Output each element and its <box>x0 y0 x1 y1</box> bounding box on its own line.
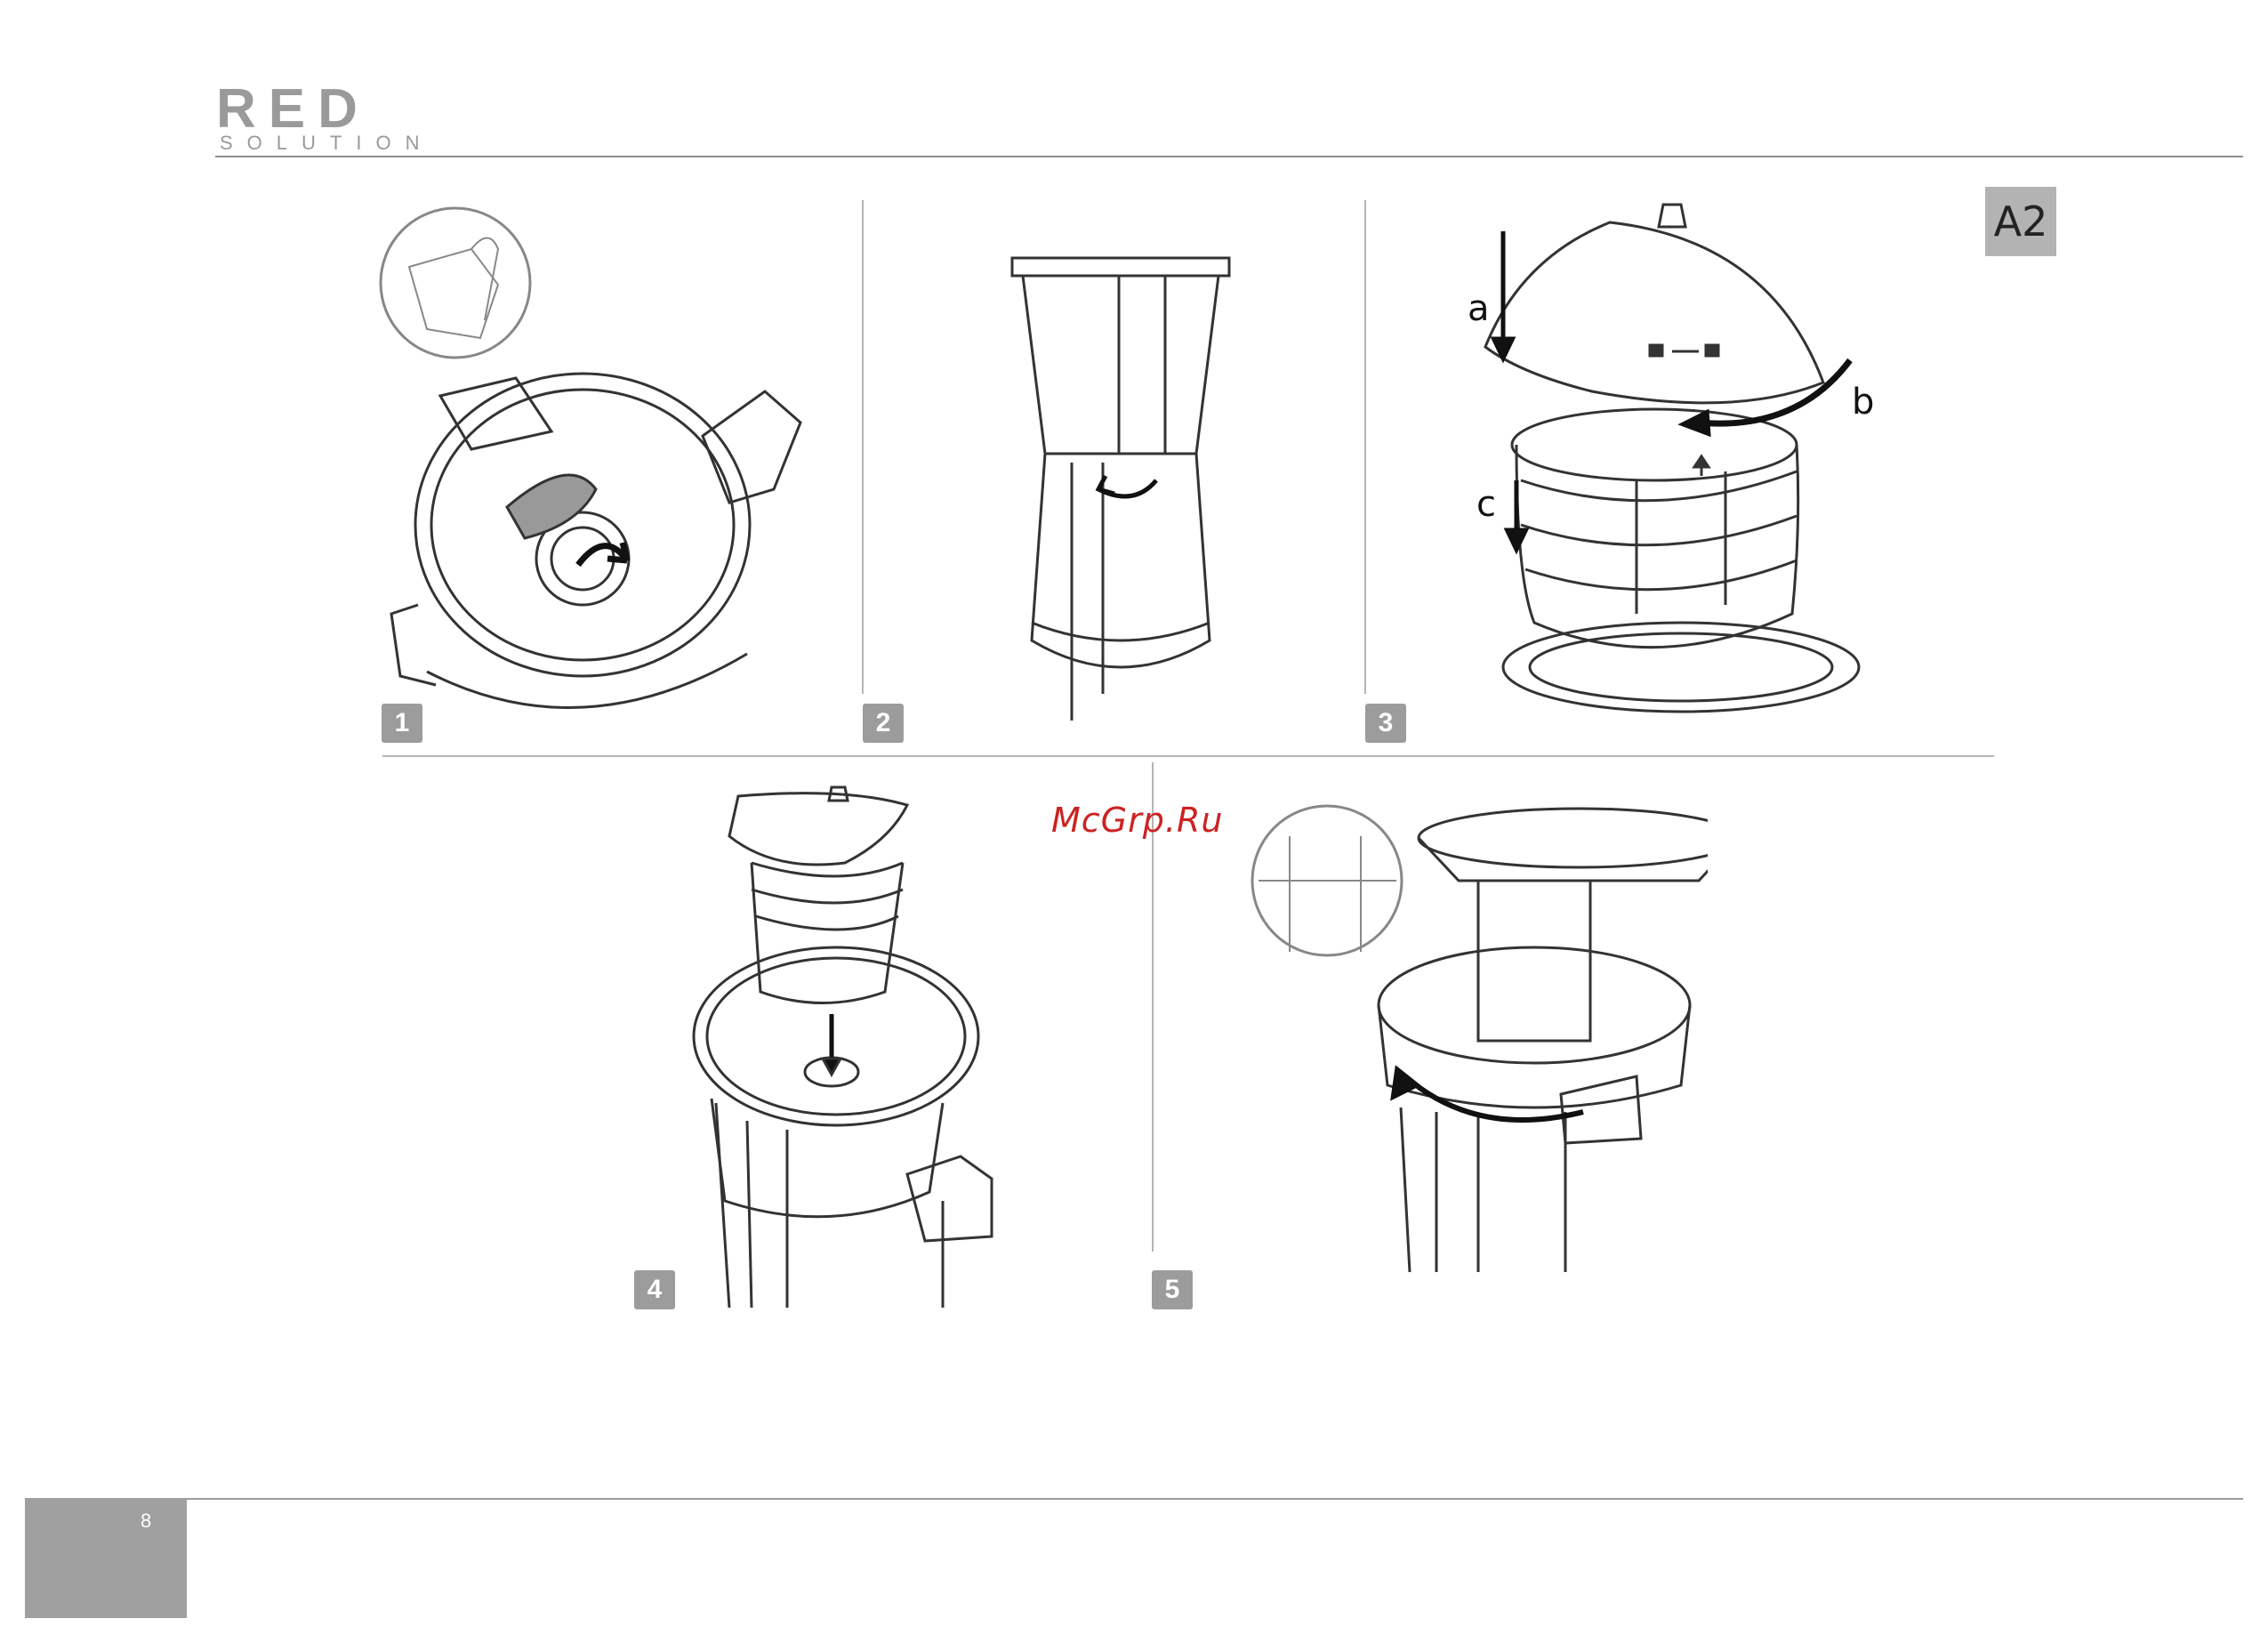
arrow-curved-icon <box>578 543 627 565</box>
footer-box <box>25 1499 187 1618</box>
brand-logo-subtitle: SOLUTION <box>220 133 433 153</box>
label-c: c <box>1476 484 1496 525</box>
illustration-step-2 <box>987 249 1254 721</box>
step-badge-5: 5 <box>1152 1270 1193 1309</box>
illustration-step-5 <box>1245 801 1708 1281</box>
step-badge-4: 4 <box>634 1270 675 1309</box>
divider-vertical-1 <box>862 200 864 694</box>
brand-logo-red: RED <box>216 82 370 137</box>
arrow-curved-icon <box>1098 476 1156 496</box>
step-badge-3: 3 <box>1365 704 1406 743</box>
section-badge: A2 <box>1985 187 2056 256</box>
divider-horizontal <box>382 755 1994 757</box>
page-number: 8 <box>141 1510 151 1533</box>
arrow-up-icon <box>1694 456 1709 476</box>
arrow-curved-icon <box>1405 1076 1583 1120</box>
illustration-step-3: a b c <box>1459 187 1930 721</box>
lock-icon <box>1706 345 1718 356</box>
label-a: a <box>1468 288 1490 329</box>
illustration-step-1 <box>374 205 836 721</box>
illustration-step-4 <box>676 783 1014 1317</box>
header-rule <box>215 156 2243 157</box>
step-badge-2: 2 <box>863 704 904 743</box>
footer-rule <box>25 1498 2243 1500</box>
watermark: McGrp.Ru <box>1051 801 1223 840</box>
label-b: b <box>1852 382 1874 423</box>
divider-vertical-2 <box>1364 200 1366 694</box>
unlock-icon <box>1650 345 1662 356</box>
step-badge-1: 1 <box>382 704 422 743</box>
